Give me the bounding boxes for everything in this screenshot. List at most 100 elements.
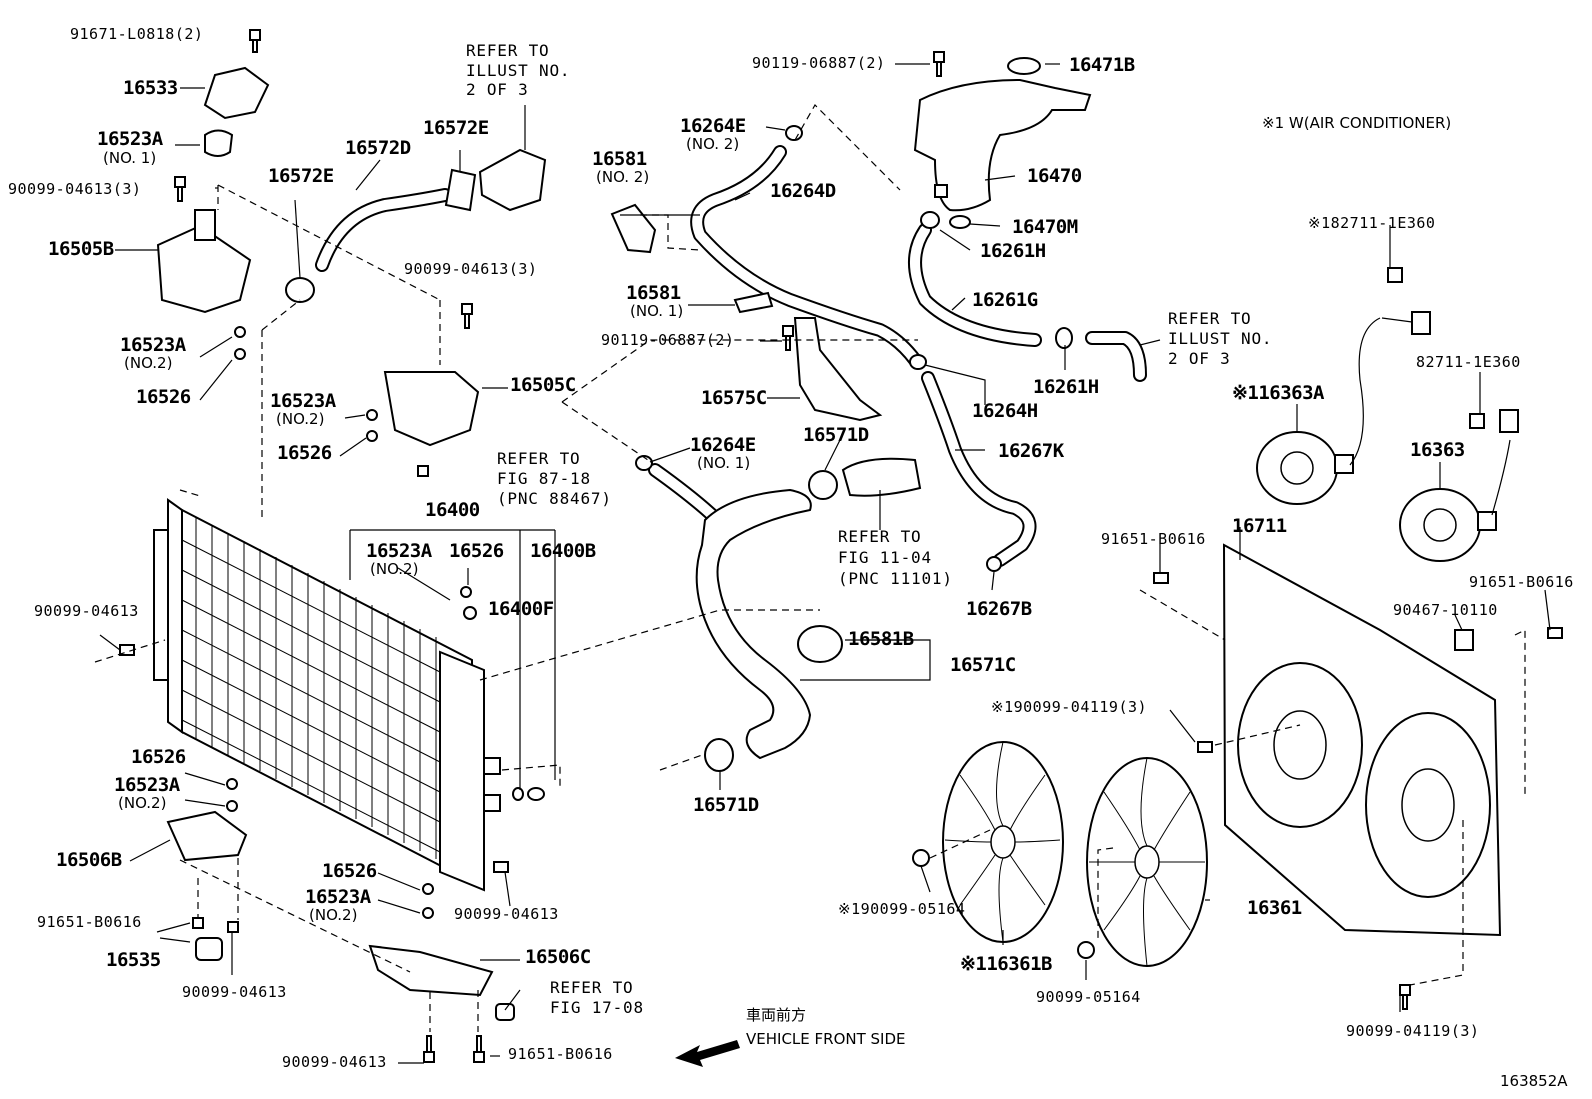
- label-16711[interactable]: 16711: [1232, 515, 1287, 537]
- bolts: [119, 29, 1563, 1063]
- label-refer-fig17-2: FIG 17-08: [550, 998, 644, 1017]
- fan-motors: [1256, 267, 1519, 562]
- label-refer-illust-a-1: REFER TO: [466, 41, 550, 60]
- label-16523a-no2-e[interactable]: 16523A: [305, 886, 371, 908]
- label-16523a-no2-b-note: (NO.2): [276, 410, 325, 428]
- label-16526-d[interactable]: 16526: [131, 746, 186, 768]
- label-16526-a[interactable]: 16526: [136, 386, 191, 408]
- label-90099-04613-c[interactable]: 90099-04613: [454, 905, 559, 923]
- label-182711-1e360[interactable]: ※182711-1E360: [1308, 214, 1436, 232]
- label-91671-l0818[interactable]: 91671-L0818(2): [70, 25, 204, 43]
- label-16526-b[interactable]: 16526: [277, 442, 332, 464]
- radiator-16400: [153, 498, 501, 892]
- label-16261g[interactable]: 16261G: [972, 289, 1038, 311]
- label-16572e-b[interactable]: 16572E: [423, 117, 489, 139]
- label-190099-04119[interactable]: ※190099-04119(3): [991, 698, 1148, 716]
- label-16526-c[interactable]: 16526: [449, 540, 504, 562]
- label-refer-fig11-2: FIG 11-04: [838, 548, 932, 567]
- label-16400b[interactable]: 16400B: [530, 540, 596, 562]
- label-16361b[interactable]: ※116361B: [960, 953, 1053, 975]
- label-16571d-b[interactable]: 16571D: [693, 794, 759, 816]
- label-16264d[interactable]: 16264D: [770, 180, 836, 202]
- label-refer-illust-b-3: 2 OF 3: [1168, 349, 1231, 368]
- label-16523a-no1-note: (NO. 1): [103, 149, 157, 167]
- label-90099-04613-a[interactable]: 90099-04613: [34, 602, 139, 620]
- arrow-left-down-icon: [675, 1040, 740, 1067]
- label-90467-10110[interactable]: 90467-10110: [1393, 601, 1498, 619]
- label-16264e-no1-note: (NO. 1): [697, 454, 751, 472]
- label-16264e-no1[interactable]: 16264E: [690, 434, 756, 456]
- label-refer-illust-a-3: 2 OF 3: [466, 80, 529, 99]
- label-refer-fig11-3: (PNC 11101): [838, 569, 953, 588]
- label-16470m[interactable]: 16470M: [1012, 216, 1078, 238]
- label-90099-04613-b[interactable]: 90099-04613: [182, 983, 287, 1001]
- label-16526-e[interactable]: 16526: [322, 860, 377, 882]
- label-190099-05164[interactable]: ※190099-05164: [838, 900, 966, 918]
- clamps: [285, 125, 1073, 801]
- label-refer-fig17-1: REFER TO: [550, 978, 634, 997]
- label-90099-04119-3[interactable]: 90099-04119(3): [1346, 1022, 1480, 1040]
- label-16535[interactable]: 16535: [106, 949, 161, 971]
- label-91651-b0616-b[interactable]: 91651-B0616: [508, 1045, 613, 1063]
- label-16505c[interactable]: 16505C: [510, 374, 576, 396]
- label-16533[interactable]: 16533: [123, 77, 178, 99]
- label-16361[interactable]: 16361: [1247, 897, 1302, 919]
- label-16400f[interactable]: 16400F: [488, 598, 554, 620]
- label-16571c[interactable]: 16571C: [950, 654, 1016, 676]
- label-16261h-b[interactable]: 16261H: [1033, 376, 1099, 398]
- label-90119-06887-b[interactable]: 90119-06887(2): [601, 331, 735, 349]
- label-16572d[interactable]: 16572D: [345, 137, 411, 159]
- note-air-conditioner: ※1 W(AIR CONDITIONER): [1262, 114, 1452, 132]
- label-90099-05164[interactable]: 90099-05164: [1036, 988, 1141, 1006]
- label-refer-fig87-2: FIG 87-18: [497, 469, 591, 488]
- label-16523a-no1[interactable]: 16523A: [97, 128, 163, 150]
- label-16523a-no2-a[interactable]: 16523A: [120, 334, 186, 356]
- label-refer-illust-b-2: ILLUST NO.: [1168, 329, 1273, 348]
- diagram-id: 163852A: [1500, 1072, 1568, 1090]
- label-16471b[interactable]: 16471B: [1069, 54, 1135, 76]
- label-refer-fig87-3: (PNC 88467): [497, 489, 612, 508]
- label-16267b[interactable]: 16267B: [966, 598, 1032, 620]
- label-16572e-a[interactable]: 16572E: [268, 165, 334, 187]
- label-16363a[interactable]: ※116363A: [1232, 382, 1325, 404]
- label-16264h[interactable]: 16264H: [972, 400, 1038, 422]
- label-16470[interactable]: 16470: [1027, 165, 1082, 187]
- label-16264e-no2[interactable]: 16264E: [680, 115, 746, 137]
- label-16506c[interactable]: 16506C: [525, 946, 591, 968]
- brackets-middle: [610, 203, 883, 422]
- label-16575c[interactable]: 16575C: [701, 387, 767, 409]
- label-refer-fig87-1: REFER TO: [497, 449, 581, 468]
- label-16581-no1[interactable]: 16581: [626, 282, 681, 304]
- label-16523a-no2-a-note: (NO.2): [124, 354, 173, 372]
- label-16523a-no2-d[interactable]: 16523A: [114, 774, 180, 796]
- label-16571d-a[interactable]: 16571D: [803, 424, 869, 446]
- label-90099-04613-d[interactable]: 90099-04613: [282, 1053, 387, 1071]
- label-16506b[interactable]: 16506B: [56, 849, 122, 871]
- label-16581-no2[interactable]: 16581: [592, 148, 647, 170]
- label-91651-b0616-d[interactable]: 91651-B0616: [1469, 573, 1574, 591]
- label-refer-illust-b-1: REFER TO: [1168, 309, 1252, 328]
- label-refer-illust-a-2: ILLUST NO.: [466, 61, 571, 80]
- label-91651-b0616-c[interactable]: 91651-B0616: [1101, 530, 1206, 548]
- label-16363[interactable]: 16363: [1410, 439, 1465, 461]
- label-90099-04613-3a[interactable]: 90099-04613(3): [8, 180, 142, 198]
- hoses: [315, 145, 1147, 760]
- label-16261h-a[interactable]: 16261H: [980, 240, 1046, 262]
- label-16264e-no2-note: (NO. 2): [686, 135, 740, 153]
- label-16523a-no2-b[interactable]: 16523A: [270, 390, 336, 412]
- label-90099-04613-3b[interactable]: 90099-04613(3): [404, 260, 538, 278]
- label-82711-1e360[interactable]: 82711-1E360: [1416, 353, 1521, 371]
- label-16267k[interactable]: 16267K: [998, 440, 1064, 462]
- label-16505b[interactable]: 16505B: [48, 238, 114, 260]
- label-90119-06887-a[interactable]: 90119-06887(2): [752, 54, 886, 72]
- fan-shroud-16711: [1222, 543, 1502, 937]
- brackets-left: [156, 66, 515, 1021]
- label-91651-b0616-a[interactable]: 91651-B0616: [37, 913, 142, 931]
- label-16523a-no2-c[interactable]: 16523A: [366, 540, 432, 562]
- label-16581b[interactable]: 16581B: [848, 628, 914, 650]
- label-16523a-no2-d-note: (NO.2): [118, 794, 167, 812]
- label-16523a-no2-c-note: (NO.2): [370, 560, 419, 578]
- label-16400[interactable]: 16400: [425, 499, 480, 521]
